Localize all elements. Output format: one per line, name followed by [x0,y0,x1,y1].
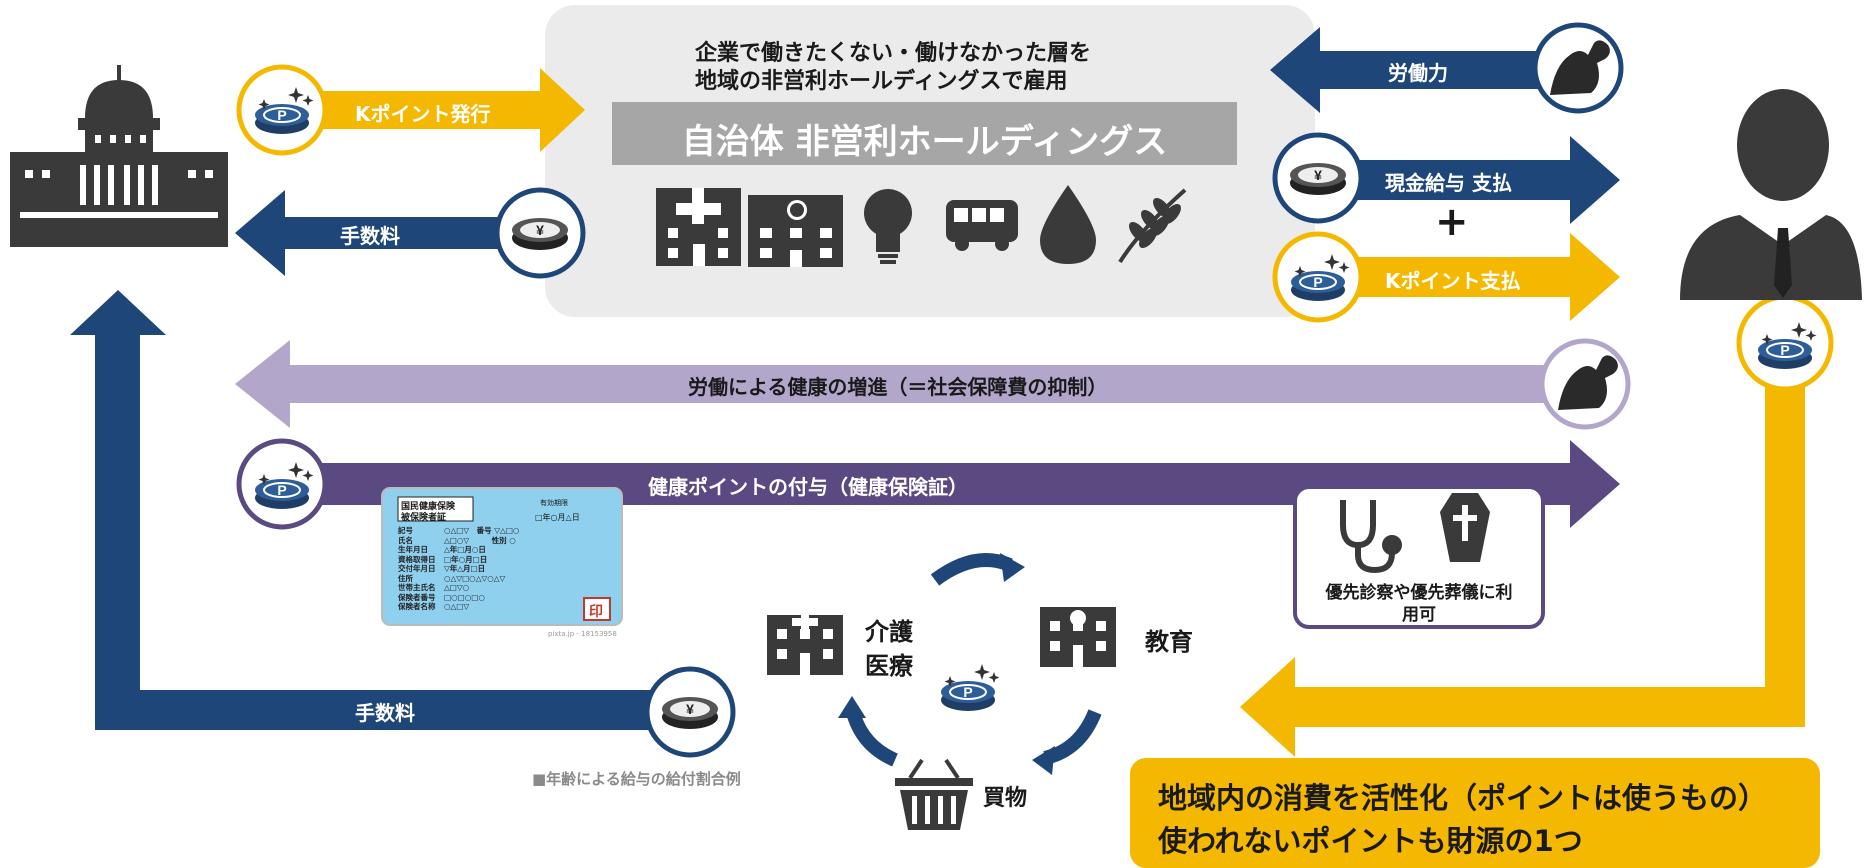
card-row-value: ▽年△月□日 [444,564,486,573]
card-row: 保険者番号 □○□○□○ [398,593,519,603]
card-row-label: 記号 [398,526,413,535]
card-row-value: △年□月○日 [444,545,486,554]
card-row-label: 交付年月日 [398,564,436,573]
government-building-icon [10,65,228,247]
education-label: 教育 [1145,628,1193,656]
card-row-label: 資格取得日 [398,554,436,564]
card-row: 記号 ○△□▽ 番号 ▽△□○ [398,526,519,536]
care-label-2: 医療 [865,652,913,680]
cycle-point-coin [940,663,1001,712]
cash-salary-arrow [1315,136,1620,224]
health-points-label: 健康ポイントの付与（健康保険証） [648,475,968,499]
card-rows: 記号 ○△□▽ 番号 ▽△□○ 氏名 △□○▽ 性別 ○ 生年月日 △年□月○日 資格… [398,526,519,612]
card-row-label: 氏名 [398,535,413,545]
health-points-arrow [290,440,1620,528]
light-bulb-icon [864,189,912,264]
shopping-label: 買物 [983,786,1028,811]
water-drop-icon [1040,185,1096,264]
priority-line-1: 優先診察や優先葬儀に利 [1325,583,1513,603]
card-validity: 有効期限 [540,499,568,507]
panel-subtitle-2: 地域の非営利ホールディングスで雇用 [695,69,1068,94]
card-row-value: ○△▽□○△▽○△▽ [444,573,506,583]
wheat-icon [1118,188,1187,264]
card-header-1: 国民健康保険 [401,502,456,512]
card-row-label: 世帯主氏名 [398,583,436,592]
coffin-icon [1440,493,1490,562]
card-row: 氏名 △□○▽ 性別 ○ [398,536,519,546]
priority-line-2: 用可 [1402,605,1436,625]
stethoscope-icon [1340,500,1402,574]
card-watermark: pixta.jp - 18153958 [548,630,617,638]
labor-arrow [1270,27,1560,113]
card-row-value: △□▽○ [444,583,470,592]
left-navy-path [70,290,655,730]
panel-banner: 自治体 非営利ホールディングス [681,122,1168,162]
card-row-value: □○□○□○ [444,592,485,602]
caption: ■年齢による給与の給付割合例 [532,770,741,788]
card-row-value: △□○▽ 性別 ○ [444,535,516,545]
card-row: 生年月日 △年□月○日 [398,545,519,555]
card-stamp: 印 [589,604,603,620]
card-row-label: 保険者名称 [398,602,436,611]
card-row: 資格取得日 □年○月□日 [398,555,519,565]
plus-sign: + [1435,199,1469,245]
fee-top-arrow [235,190,540,276]
insurance-card [381,487,623,626]
right-gold-path [1240,370,1805,757]
card-row: 保険者名称 ○△□▽ [398,602,519,612]
fee-bottom-label: 手数料 [355,701,415,725]
bottom-box-line-1: 地域内の消費を活性化（ポイントは使うもの） [1158,781,1768,815]
banner-bg [612,102,1237,165]
cash-salary-label: 現金給与 支払 [1385,171,1512,195]
shopping-basket-icon [895,758,973,830]
office-building-icon [748,195,843,267]
bottom-box [1130,758,1820,868]
card-header-2: 被保険者証 [401,513,447,523]
card-row: 世帯主氏名 △□▽○ [398,583,519,593]
kpoint-issue-label: Kポイント発行 [355,102,491,126]
card-row-label: 住所 [398,573,413,583]
health-promotion-label: 労働による健康の増進（＝社会保障費の抑制） [688,375,1108,399]
care-label-1: 介護 [865,618,913,646]
kpoint-issue-arrow [295,68,585,152]
kpoint-pay-label: Kポイント支払 [1385,269,1521,293]
card-row-value: □年○月□日 [444,554,488,564]
card-row-value: ○△□▽ 番号 ▽△□○ [444,526,520,535]
labor-label: 労働力 [1388,61,1448,85]
card-row: 交付年月日 ▽年△月□日 [398,564,519,574]
card-validity-value: □年○月△日 [535,513,580,522]
card-row-label: 生年月日 [398,545,428,554]
card-row-label: 保険者番号 [398,592,436,602]
card-row-value: ○△□▽ [444,602,470,611]
bottom-box-line-2: 使われないポイントも財源の1つ [1158,824,1583,858]
panel-subtitle-1: 企業で働きたくない・働けなかった層を [695,41,1092,66]
fee-top-label: 手数料 [340,224,400,248]
kpoint-pay-arrow [1315,233,1620,321]
health-promotion-arrow [235,340,1545,428]
bus-icon [946,200,1018,251]
person-icon [1680,89,1862,300]
hospital-icon [656,188,741,266]
card-row: 住所 ○△▽□○△▽○△▽ [398,574,519,584]
